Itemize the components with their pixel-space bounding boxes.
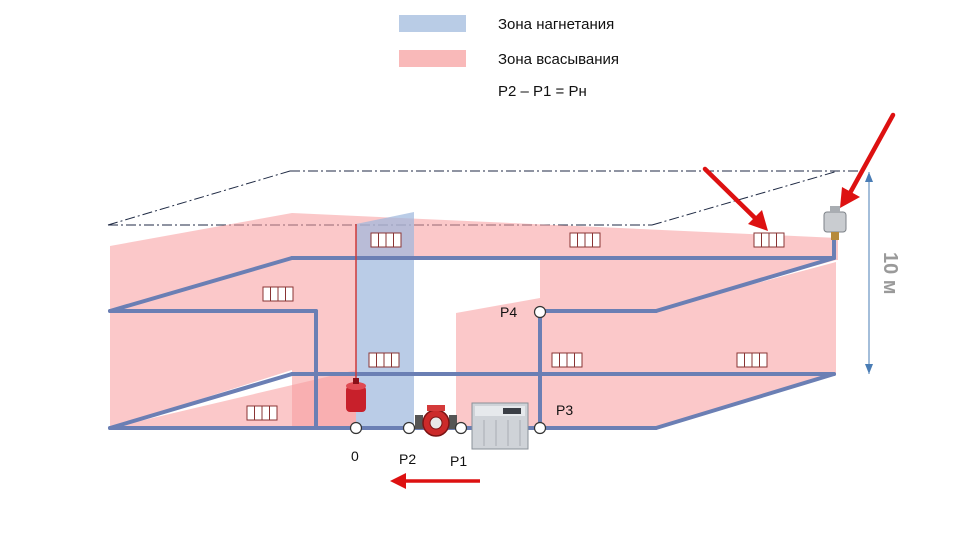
label-p2: P2 xyxy=(399,451,416,467)
node-p2 xyxy=(402,421,416,435)
legend-label-suction-zone: Зона всасывания xyxy=(498,51,619,68)
boiler xyxy=(471,402,529,450)
radiator xyxy=(370,232,402,248)
height-dimension xyxy=(865,172,873,374)
height-label: 10 м xyxy=(879,252,901,295)
pointer-arrow xyxy=(840,112,896,208)
label-p4: P4 xyxy=(500,304,517,320)
node-p4 xyxy=(533,305,547,319)
node-p1 xyxy=(454,421,468,435)
radiator xyxy=(569,232,601,248)
pointer-arrow xyxy=(702,166,768,231)
label-p1: P1 xyxy=(450,453,467,469)
flow-direction-arrow xyxy=(390,473,480,489)
pipe-network xyxy=(108,236,836,430)
label-zero: 0 xyxy=(351,448,359,464)
circulation-pump xyxy=(415,405,457,437)
node-p3 xyxy=(533,421,547,435)
radiator xyxy=(368,352,400,368)
legend-swatch-suction-zone xyxy=(399,50,466,67)
pressure-formula: P2 – P1 = Pн xyxy=(498,83,587,100)
legend-swatch-pressure-zone xyxy=(399,15,466,32)
radiator xyxy=(753,232,785,248)
radiator xyxy=(262,286,294,302)
air-vent xyxy=(823,206,847,240)
radiator xyxy=(551,352,583,368)
radiator xyxy=(246,405,278,421)
node-zero xyxy=(349,421,363,435)
radiator xyxy=(736,352,768,368)
expansion-tank xyxy=(346,378,366,412)
legend-label-pressure-zone: Зона нагнетания xyxy=(498,16,614,33)
label-p3: P3 xyxy=(556,402,573,418)
